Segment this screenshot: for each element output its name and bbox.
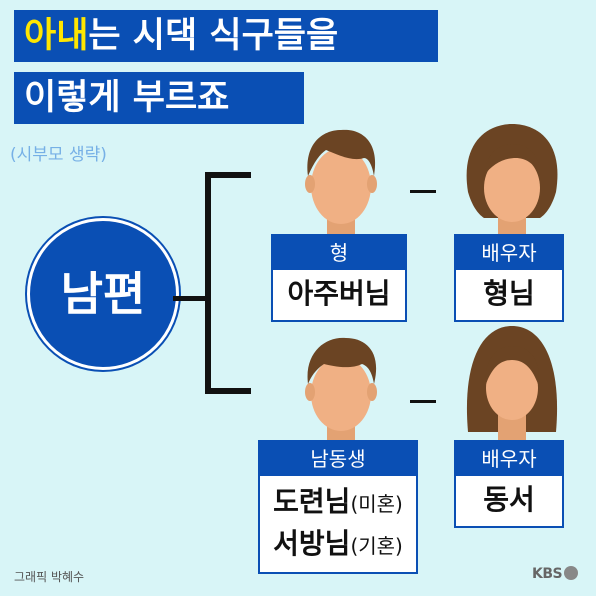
card-title: 동서 bbox=[483, 483, 535, 516]
younger-brother-face-icon bbox=[305, 337, 377, 446]
credit-label: 그래픽 bbox=[14, 570, 48, 584]
bracket-top-arm bbox=[205, 172, 251, 178]
brand-text: KBS bbox=[532, 566, 563, 582]
husband-circle: 남편 bbox=[27, 218, 179, 370]
title-line-1-text: 는 시댁 식구들을 bbox=[88, 16, 339, 56]
card-title: 아주버님 bbox=[287, 277, 391, 310]
title-line-1: 아내는 시댁 식구들을 bbox=[14, 10, 438, 62]
card-header: 배우자 bbox=[456, 442, 562, 476]
elder-brother-face-icon bbox=[305, 129, 377, 239]
card-title: 도련님 bbox=[273, 485, 351, 518]
connector-stem bbox=[173, 296, 209, 301]
kbs-logo-icon bbox=[564, 566, 579, 580]
credit-name: 박혜수 bbox=[50, 570, 85, 584]
card-header: 형 bbox=[273, 236, 405, 270]
card-title-line: 도련님(미혼) bbox=[260, 482, 416, 524]
card-header: 배우자 bbox=[456, 236, 562, 270]
elder-spouse-face-icon bbox=[466, 124, 558, 240]
spouse-dash-top bbox=[410, 190, 436, 193]
younger-spouse-face-icon bbox=[466, 326, 558, 446]
card-header: 남동생 bbox=[260, 442, 416, 476]
card-title: 형님 bbox=[483, 277, 535, 310]
title-highlight: 아내 bbox=[24, 16, 89, 56]
card-younger-brother: 남동생 도련님(미혼) 서방님(기혼) bbox=[258, 440, 418, 574]
card-title-group: 도련님(미혼) 서방님(기혼) bbox=[260, 476, 416, 566]
bracket-bottom-arm bbox=[205, 388, 251, 394]
graphic-credit: 그래픽 박혜수 bbox=[14, 568, 84, 585]
card-note: (기혼) bbox=[350, 534, 403, 558]
card-title: 서방님 bbox=[273, 527, 351, 560]
card-title-line: 서방님(기혼) bbox=[260, 524, 416, 566]
subtitle: (시부모 생략) bbox=[10, 145, 107, 165]
kbs-logo: KBS bbox=[532, 566, 579, 582]
title-line-2: 이렇게 부르죠 bbox=[14, 72, 304, 124]
bracket-vertical bbox=[205, 172, 211, 394]
card-elder-brother: 형 아주버님 bbox=[271, 234, 407, 322]
card-younger-spouse: 배우자 동서 bbox=[454, 440, 564, 528]
spouse-dash-bottom bbox=[410, 400, 436, 403]
card-elder-spouse: 배우자 형님 bbox=[454, 234, 564, 322]
card-note: (미혼) bbox=[350, 492, 403, 516]
